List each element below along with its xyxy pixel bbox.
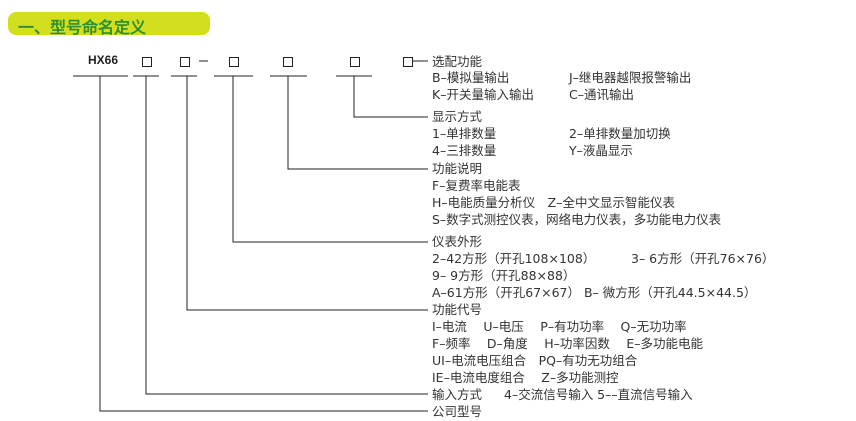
option-item: B–模拟量输出: [432, 70, 510, 85]
section-title: 一、型号命名定义: [18, 18, 147, 37]
function-code-item: I–电流 U–电压 P–有功功率 Q–无功功率: [432, 319, 687, 334]
option-item: K–开关量输入输出: [432, 87, 534, 102]
placeholder-box-shape: [229, 57, 239, 67]
option-item: J–继电器越限报警输出: [569, 70, 692, 85]
display-item: 4–三排数量: [432, 143, 497, 158]
display-label: 显示方式: [432, 109, 483, 124]
shape-item: 9– 9方形（开孔88×88）: [432, 268, 576, 283]
placeholder-box-options: [403, 57, 413, 67]
display-item: Y–液晶显示: [569, 143, 633, 158]
shape-label: 仪表外形: [432, 234, 483, 249]
placeholder-box-input: [142, 57, 152, 67]
function-desc-label: 功能说明: [432, 161, 483, 176]
section-title-banner: 一、型号命名定义: [8, 12, 210, 37]
options-label: 选配功能: [432, 54, 483, 69]
placeholder-box-function-code: [180, 57, 190, 67]
input-label: 输入方式: [432, 387, 483, 402]
function-code-item: IE–电流电度组合 Z–多功能测控: [432, 370, 619, 385]
shape-item: 3– 6方形（开孔76×76）: [631, 251, 775, 266]
function-desc-item: F–复费率电能表: [432, 178, 521, 193]
function-code-item: F–频率 D–角度 H–功率因数 E–多功能电能: [432, 336, 704, 351]
function-desc-item: H–电能质量分析仪 Z–全中文显示智能仪表: [432, 195, 675, 210]
function-desc-item: S–数字式测控仪表，网络电力仪表，多功能电力仪表: [432, 212, 722, 227]
function-code-item: UI–电流电压组合 PQ–有功无功组合: [432, 353, 638, 368]
option-item: C–通讯输出: [569, 87, 634, 102]
function-code-label: 功能代号: [432, 302, 483, 317]
display-item: 2–单排数量加切换: [569, 126, 671, 141]
shape-item: 2–42方形（开孔108×108）: [432, 251, 596, 266]
input-detail: 4–交流信号输入 5––直流信号输入: [504, 387, 693, 402]
shape-item: A–61方形（开孔67×67） B– 微方形（开孔44.5×44.5）: [432, 285, 757, 300]
model-prefix: HX66: [88, 53, 119, 67]
placeholder-box-display: [350, 57, 360, 67]
display-item: 1–单排数量: [432, 126, 497, 141]
company-label: 公司型号: [432, 404, 483, 419]
placeholder-box-function-desc: [283, 57, 293, 67]
